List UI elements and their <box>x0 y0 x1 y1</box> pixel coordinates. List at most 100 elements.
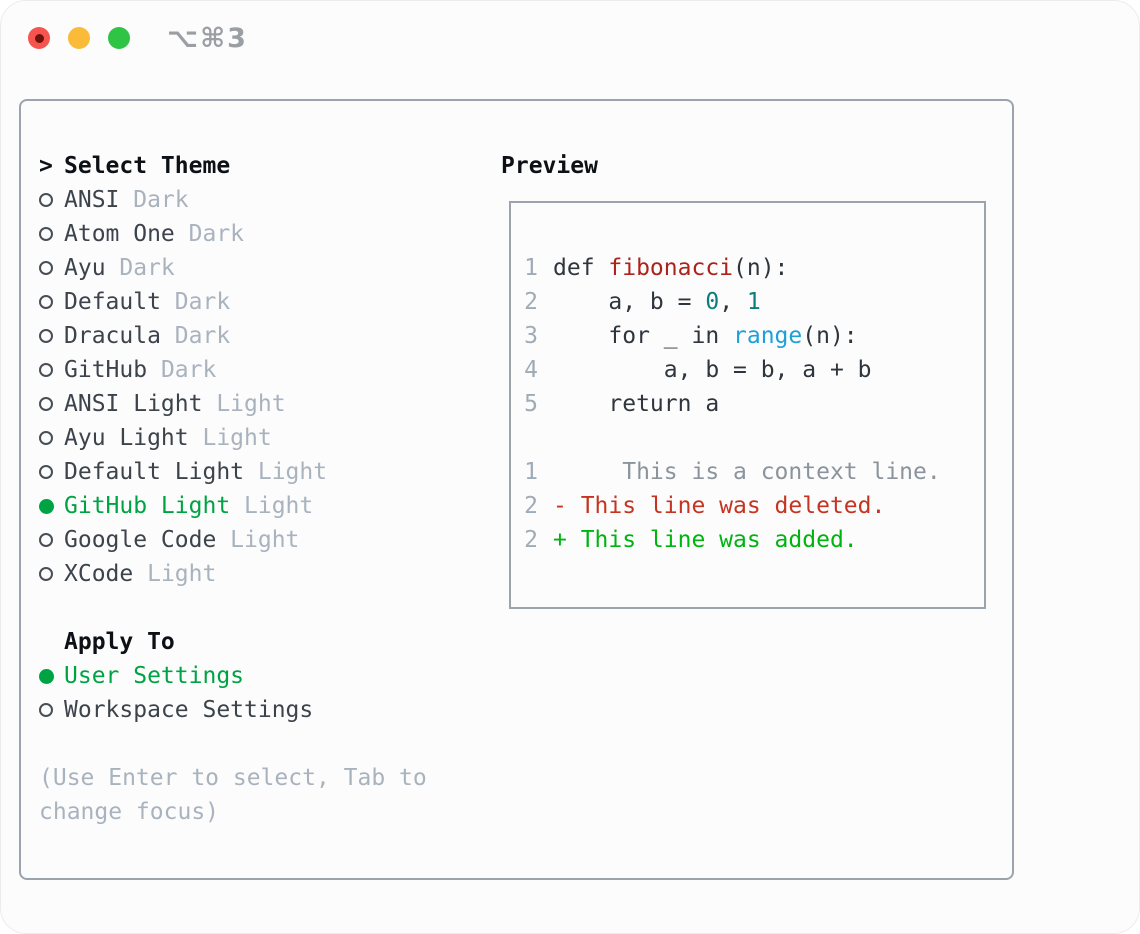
radio-icon <box>39 295 53 309</box>
theme-name: GitHub <box>64 357 148 383</box>
code-token: This is a context line. <box>553 459 941 485</box>
apply-option-user-settings[interactable]: User Settings <box>39 659 427 693</box>
theme-variant-tag: Dark <box>174 289 231 315</box>
code-token: a, b = b, a + b <box>553 357 872 383</box>
code-line: 4 a, b = b, a + b <box>524 353 872 387</box>
theme-name: ANSI <box>64 187 120 213</box>
spacer <box>39 591 427 625</box>
theme-option-github-light-light[interactable]: GitHub Light Light <box>39 489 427 523</box>
code-line: 3 for _ in range(n): <box>524 319 872 353</box>
theme-name: Ayu <box>64 255 106 281</box>
radio-icon <box>39 193 53 207</box>
radio-selected-icon <box>39 668 54 684</box>
line-number: 4 <box>524 357 538 383</box>
theme-name: Atom One <box>64 221 175 247</box>
code-token: - This line was deleted. <box>553 493 886 519</box>
hint-line-1: (Use Enter to select, Tab to <box>39 765 427 791</box>
radio-icon <box>39 397 53 411</box>
theme-variant-tag: Light <box>244 493 314 519</box>
apply-to-header: Apply To <box>39 625 427 659</box>
code-token: + This line was added. <box>553 527 858 553</box>
radio-icon <box>39 329 53 343</box>
line-number: 1 <box>524 255 538 281</box>
radio-icon <box>39 703 53 717</box>
radio-icon <box>39 465 53 479</box>
preview-title: Preview <box>501 153 598 179</box>
traffic-lights <box>28 27 130 49</box>
theme-variant-tag: Dark <box>174 323 231 349</box>
diff-line: 2 + This line was added. <box>524 523 941 557</box>
preview-panel <box>509 201 986 609</box>
theme-option-ayu-light-light[interactable]: Ayu Light Light <box>39 421 427 455</box>
code-token: range <box>733 323 803 349</box>
code-line: 5 return a <box>524 387 872 421</box>
line-number: 2 <box>524 493 538 519</box>
minimize-button[interactable] <box>68 27 90 49</box>
window-title: ⌥⌘3 <box>167 23 248 54</box>
theme-name: Google Code <box>64 527 217 553</box>
radio-icon <box>39 431 53 445</box>
code-token: return a <box>553 391 720 417</box>
code-token: fibonacci <box>608 255 734 281</box>
code-token: def <box>553 255 609 281</box>
code-line: 1 def fibonacci(n): <box>524 251 872 285</box>
theme-option-ayu-dark[interactable]: Ayu Dark <box>39 251 427 285</box>
radio-icon <box>39 363 53 377</box>
theme-variant-tag: Dark <box>133 187 189 213</box>
line-number: 1 <box>524 459 538 485</box>
code-token: (n): <box>733 255 789 281</box>
code-line: 2 a, b = 0, 1 <box>524 285 872 319</box>
zoom-button[interactable] <box>108 27 130 49</box>
theme-name: Default Light <box>64 459 245 485</box>
theme-option-default-dark[interactable]: Default Dark <box>39 285 427 319</box>
code-token: (n): <box>802 323 858 349</box>
theme-option-github-dark[interactable]: GitHub Dark <box>39 353 427 387</box>
close-button[interactable] <box>28 27 50 49</box>
theme-name: Dracula <box>64 323 161 349</box>
code-token: for _ in <box>553 323 734 349</box>
radio-icon <box>39 227 53 241</box>
theme-name: Ayu Light <box>64 425 189 451</box>
hint-line-2: change focus) <box>39 799 220 825</box>
code-token: a, b = <box>553 289 706 315</box>
select-theme-title: Select Theme <box>64 153 231 179</box>
line-number: 5 <box>524 391 538 417</box>
apply-option-label: Workspace Settings <box>64 697 314 723</box>
theme-name: Default <box>64 289 161 315</box>
apply-option-workspace-settings[interactable]: Workspace Settings <box>39 693 427 727</box>
radio-selected-icon <box>39 498 54 514</box>
theme-variant-tag: Light <box>257 459 328 485</box>
diff-preview: 1 This is a context line. 2 - This line wa… <box>524 455 941 557</box>
spacer <box>39 727 427 761</box>
radio-icon <box>39 567 53 581</box>
theme-variant-tag: Light <box>202 425 272 451</box>
theme-variant-tag: Dark <box>160 357 217 383</box>
theme-name: ANSI Light <box>64 391 203 417</box>
line-number: 2 <box>524 289 538 315</box>
theme-option-default-light-light[interactable]: Default Light Light <box>39 455 427 489</box>
theme-variant-tag: Light <box>216 391 286 417</box>
theme-option-dracula-dark[interactable]: Dracula Dark <box>39 319 427 353</box>
line-number: 2 <box>524 527 538 553</box>
diff-line: 1 This is a context line. <box>524 455 941 489</box>
theme-variant-tag: Light <box>147 561 217 587</box>
select-theme-header: >Select Theme <box>39 149 427 183</box>
radio-icon <box>39 533 53 547</box>
theme-option-ansi-light-light[interactable]: ANSI Light Light <box>39 387 427 421</box>
theme-option-ansi-dark[interactable]: ANSI Dark <box>39 183 427 217</box>
apply-option-label: User Settings <box>64 663 245 689</box>
apply-to-title: Apply To <box>64 629 175 655</box>
line-number: 3 <box>524 323 538 349</box>
app-frame <box>19 99 1014 880</box>
theme-name: GitHub Light <box>64 493 231 519</box>
code-token: 0 <box>705 289 720 315</box>
code-token: 1 <box>746 289 761 315</box>
theme-variant-tag: Dark <box>119 255 175 281</box>
